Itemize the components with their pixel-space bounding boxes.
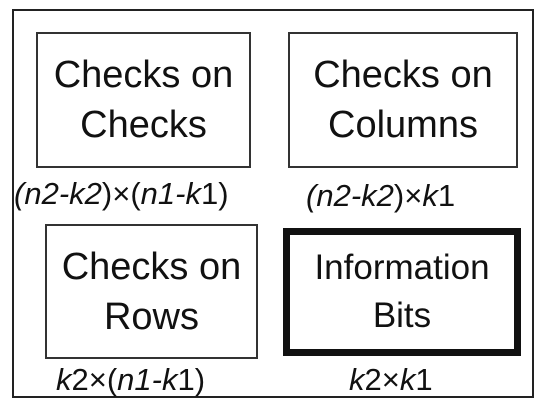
checks-on-checks-dimension: (n2-k2)×(n1-k1) (14, 176, 229, 211)
checks-on-columns-box: Checks on Columns (288, 32, 518, 168)
diagram-frame (12, 9, 534, 398)
information-bits-dimension: k2×k1 (349, 362, 433, 397)
checks-on-rows-dimension: k2×(n1-k1) (56, 362, 206, 397)
box-label-line-2: Columns (328, 104, 478, 146)
box-label-line-1: Checks on (61, 245, 242, 288)
checks-on-rows-box: Checks on Rows (45, 224, 258, 359)
box-label-line-1: Information (314, 248, 490, 287)
box-label-line-2: Checks (80, 104, 207, 146)
box-label-line-2: Bits (372, 296, 432, 335)
box-label-line-1: Checks on (53, 54, 234, 96)
information-bits-box: Information Bits (283, 228, 521, 356)
checks-on-columns-dimension: (n2-k2)×k1 (306, 178, 456, 213)
box-label-line-2: Rows (103, 295, 200, 338)
box-label-line-1: Checks on (313, 54, 493, 96)
checks-on-checks-box: Checks on Checks (36, 32, 251, 168)
